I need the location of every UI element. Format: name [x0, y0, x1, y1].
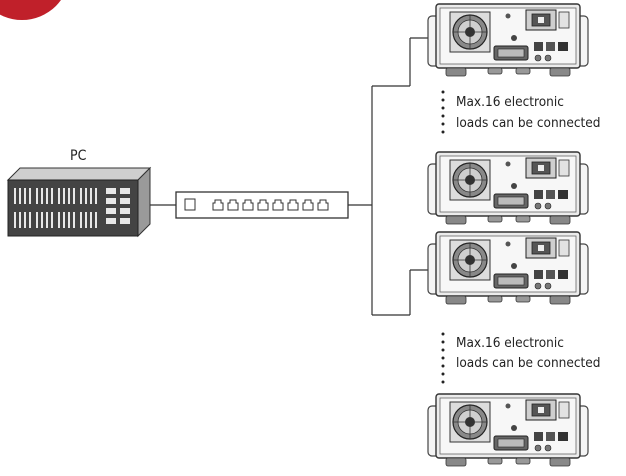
- corner-badge: [0, 0, 61, 20]
- note-bottom-line1: Max.16 electronic: [456, 335, 564, 351]
- electronic-load-rear-icon: [427, 393, 589, 467]
- dots-bottom: [441, 332, 445, 384]
- note-bottom-line2: loads can be connected: [456, 355, 601, 371]
- electronic-load-rear-icon: [427, 231, 589, 305]
- note-top-line2: loads can be connected: [456, 115, 601, 131]
- bus-cabling: [348, 37, 436, 316]
- electronic-load-rear-icon: [427, 3, 589, 77]
- note-top-line1: Max.16 electronic: [456, 94, 564, 110]
- dots-top: [441, 90, 445, 134]
- electronic-load-rear-icon: [427, 151, 589, 225]
- pc-label: PC: [70, 148, 87, 164]
- network-switch-icon: [175, 191, 349, 219]
- desktop-computer-icon: [6, 166, 152, 238]
